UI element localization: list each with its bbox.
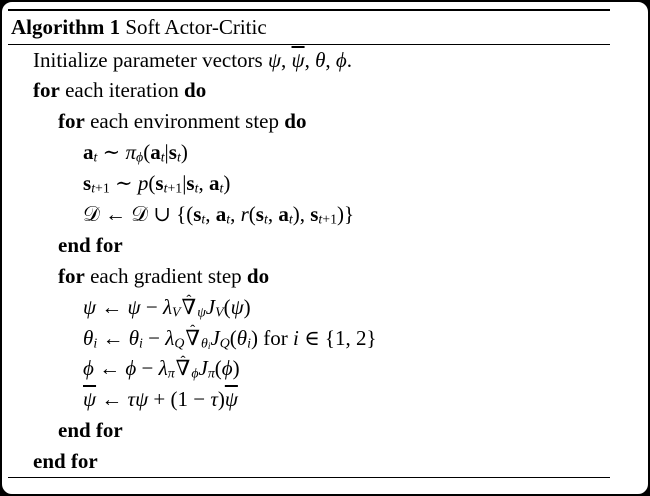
algorithm-title-rule (8, 43, 610, 45)
algorithm-line: st+1 ∼ p(st+1|st, at) (83, 171, 231, 196)
algorithm-line: ϕ ← ϕ − λπ∇ϕJπ(ϕ) (8, 347, 610, 384)
algorithm-line: end for (58, 232, 123, 257)
algorithm-line: ψ ← ψ − λV∇ψJV(ψ) (8, 286, 610, 323)
algorithm-top-rule (8, 8, 610, 11)
algorithm-line: end for (33, 449, 98, 474)
algorithm-line: θi ← θi − λQ∇θiJQ(θi) for i ∈ {1, 2} (8, 316, 610, 354)
algorithm-body: Initialize parameter vectors ψ, ψ, θ, ϕ.… (8, 45, 610, 477)
algorithm-line: ψ ← τψ + (1 − τ)ψ (83, 387, 238, 412)
algorithm-title: Algorithm 1 Soft Actor-Critic (11, 14, 267, 39)
algorithm-line: for each environment step do (58, 109, 307, 134)
algorithm-line: end for (58, 418, 123, 443)
algorithm-line: at ∼ πϕ(at|st) (83, 140, 188, 165)
algorithm-line: for each gradient step do (58, 263, 270, 288)
algorithm-bottom-rule (8, 476, 610, 478)
algorithm-line: for each iteration do (33, 78, 207, 103)
algorithm-line: Initialize parameter vectors ψ, ψ, θ, ϕ. (33, 47, 353, 72)
algorithm-line: 𝒟 ← 𝒟 ∪ {(st, at, r(st, at), st+1)} (83, 201, 355, 227)
algorithm-box: Algorithm 1 Soft Actor-Critic Initialize… (8, 8, 610, 478)
